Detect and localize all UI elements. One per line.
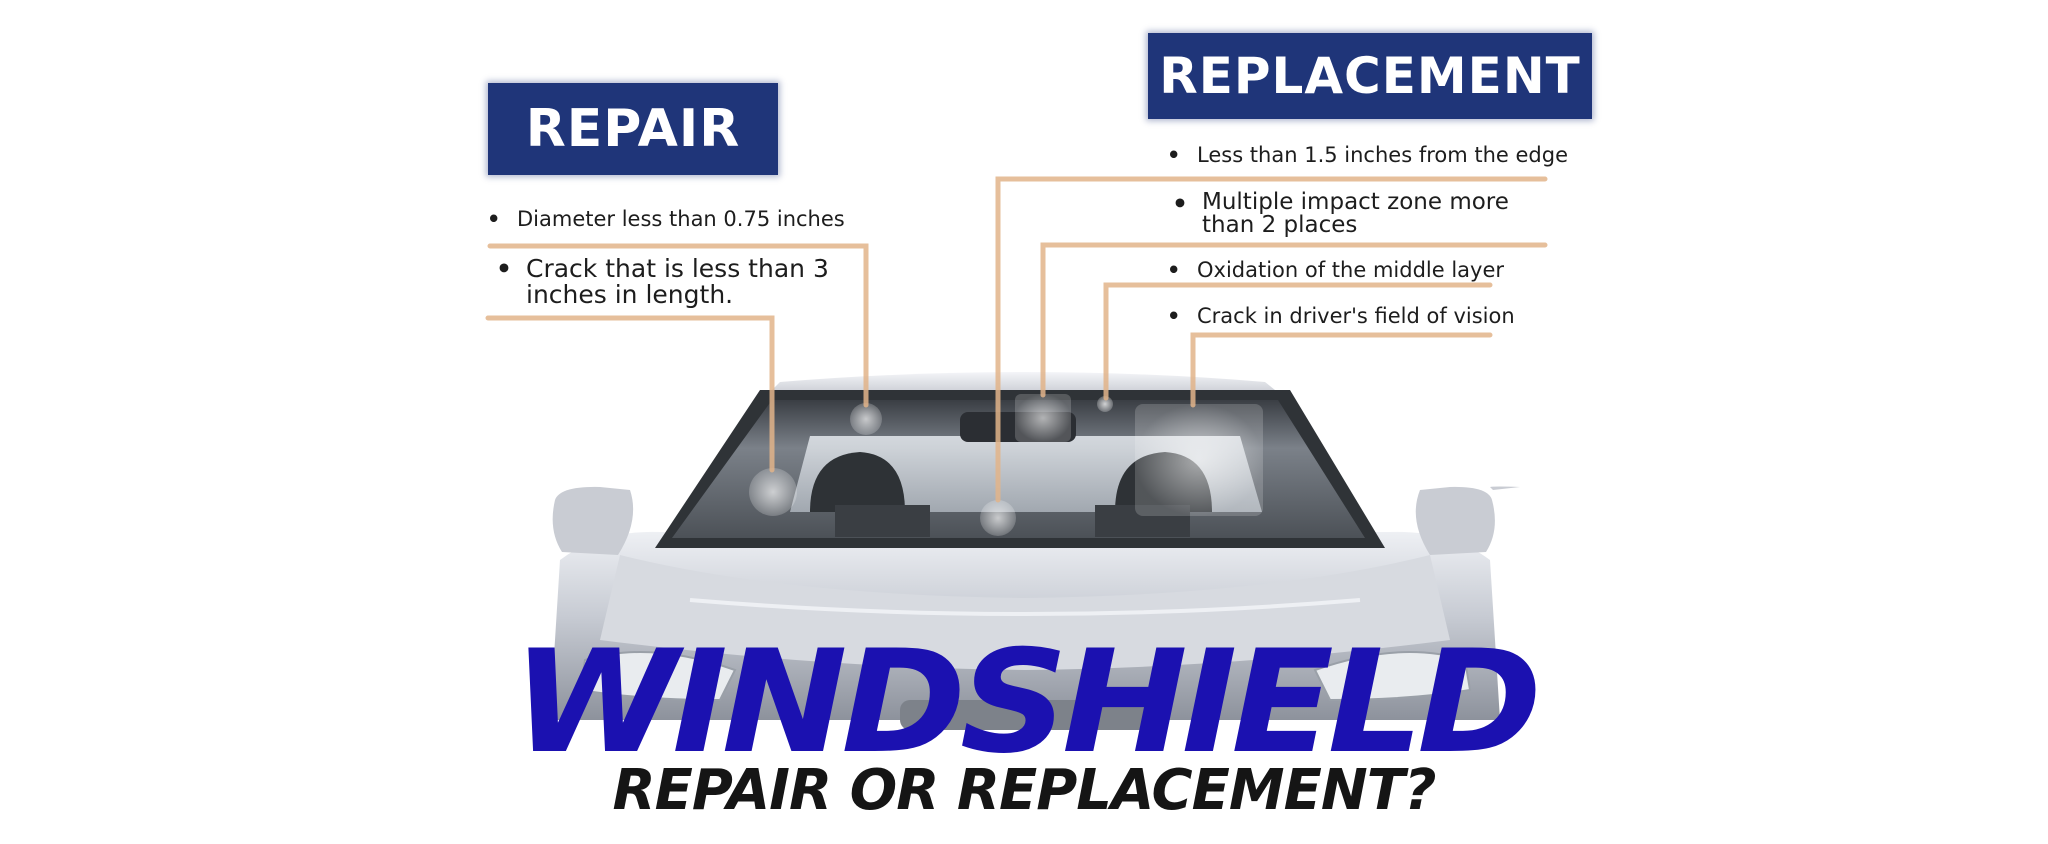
bullet-icon: •: [1172, 189, 1188, 218]
damage-markers: [749, 394, 1263, 536]
bullet-icon: •: [1167, 304, 1181, 328]
repair-item-crack: • Crack that is less than 3 inches in le…: [496, 254, 829, 309]
replacement-item-oxidation: • Oxidation of the middle layer: [1167, 258, 1505, 282]
replacement-item-edge: • Less than 1.5 inches from the edge: [1167, 143, 1568, 167]
repair-item-diameter: • Diameter less than 0.75 inches: [487, 207, 845, 231]
bullet-icon: •: [496, 254, 512, 283]
repair-heading: REPAIR: [488, 83, 778, 175]
bullet-icon: •: [1167, 258, 1181, 282]
leader-lines: [485, 176, 1548, 503]
replacement-item-multiple-impact: • Multiple impact zone more than 2 place…: [1172, 189, 1509, 238]
bullet-icon: •: [487, 207, 501, 231]
replacement-item-drivers-vision: • Crack in driver's field of vision: [1167, 304, 1515, 328]
bullet-icon: •: [1167, 143, 1181, 167]
page-subtitle: REPAIR OR REPLACEMENT?: [612, 758, 1437, 823]
page-title: WINDSHIELD: [512, 620, 1542, 785]
replacement-heading: REPLACEMENT: [1148, 33, 1592, 119]
